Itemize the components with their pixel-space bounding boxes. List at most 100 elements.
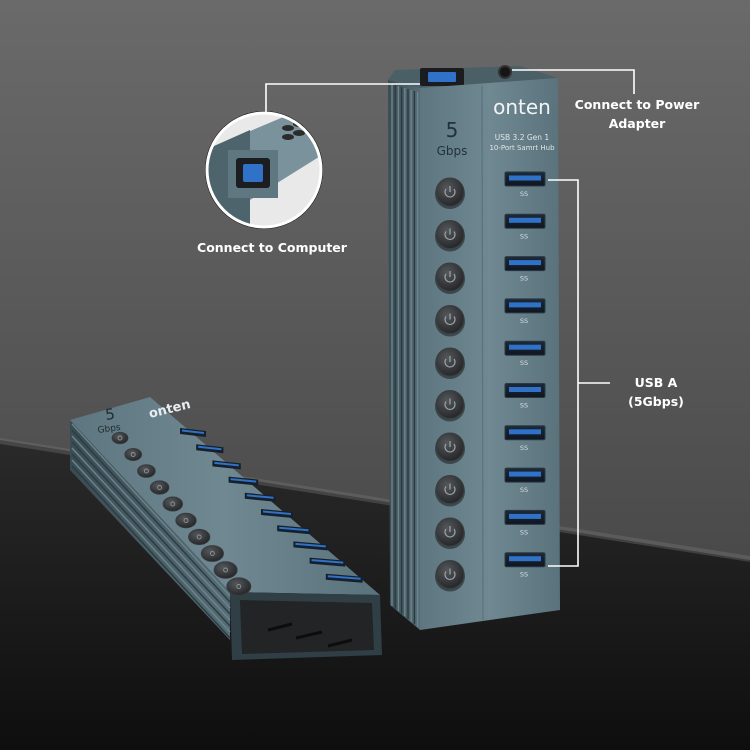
lying-hub-end-slot — [327, 638, 353, 648]
callout-power-line-2: Adapter — [608, 116, 666, 131]
power-button-6 — [435, 390, 465, 422]
button-cap — [200, 545, 224, 562]
power-icon — [444, 231, 456, 241]
lying-hub-button-column — [111, 431, 252, 596]
port-tongue — [263, 510, 291, 515]
power-icon — [183, 518, 189, 523]
lying-usb-a-port-4 — [228, 476, 259, 486]
button-cap — [111, 431, 129, 445]
callout-usb-a: USB A (5Gbps) — [616, 373, 696, 411]
usb-a-port-7: SS — [504, 425, 546, 452]
power-icon — [444, 316, 456, 326]
lying-hub-side — [70, 420, 230, 640]
port-tongue — [509, 302, 541, 308]
callout-line-computer — [265, 83, 420, 112]
power-button-4 — [435, 305, 465, 337]
button-cap — [175, 512, 197, 529]
lying-hub-fin — [71, 423, 231, 597]
lying-power-button-4 — [149, 480, 170, 495]
superspeed-logo: SS — [520, 232, 528, 240]
standing-hub-fins — [391, 84, 419, 627]
callout-line-power — [512, 69, 635, 94]
usb-a-port-3: SS — [504, 256, 546, 283]
port-tongue — [327, 575, 361, 580]
lying-hub-fins — [71, 423, 231, 639]
button-cap — [188, 528, 211, 546]
port-tongue — [509, 556, 541, 562]
lying-hub-fin — [71, 465, 231, 639]
port-tongue — [279, 526, 309, 532]
callout-computer: Connect to Computer — [197, 240, 347, 255]
lying-speed-value: 5 — [104, 405, 116, 424]
dc-power-jack — [498, 65, 512, 79]
callout-usb-a-line-1: USB A — [634, 375, 678, 390]
power-icon — [223, 567, 229, 573]
port-tongue — [214, 461, 239, 467]
lying-power-button-2 — [124, 448, 143, 461]
lying-speed-unit: Gbps — [97, 423, 122, 436]
button-cap — [213, 561, 238, 579]
lying-hub-fin — [71, 441, 231, 615]
superspeed-logo: SS — [520, 486, 528, 494]
power-icon — [196, 534, 202, 540]
port-tongue — [509, 513, 541, 519]
standing-hub-face-divider — [481, 85, 484, 621]
power-button-10 — [435, 560, 465, 592]
usb-a-port-4: SS — [504, 298, 546, 325]
lying-hub-fin — [71, 453, 231, 627]
port-tongue — [198, 445, 222, 451]
power-icon — [444, 443, 456, 453]
port-tongue — [311, 559, 344, 564]
standing-hub-side — [388, 80, 420, 630]
standing-hub-button-column — [435, 177, 465, 592]
power-button-3 — [435, 262, 465, 294]
speed-value: 5 — [446, 118, 459, 142]
lying-power-button-7 — [188, 528, 211, 546]
power-button-5 — [435, 347, 465, 379]
port-tongue — [246, 494, 274, 499]
lying-power-button-6 — [175, 512, 197, 529]
callout-power-adapter: Connect to Power Adapter — [572, 95, 702, 133]
port-tongue — [509, 175, 541, 181]
superspeed-logo: SS — [520, 275, 528, 283]
power-icon — [130, 452, 136, 457]
port-tongue — [509, 429, 541, 435]
power-icon — [143, 468, 149, 474]
usb-a-port-9: SS — [504, 509, 546, 536]
usb-a-bracket — [548, 179, 579, 567]
superspeed-logo: SS — [520, 317, 528, 325]
superspeed-logo: SS — [520, 571, 528, 579]
lying-hub-fin — [71, 429, 231, 603]
callout-usb-a-line-2: (5Gbps) — [628, 394, 684, 409]
lying-power-button-5 — [162, 496, 184, 512]
lying-hub-end-panel — [240, 600, 374, 654]
model-line-2: 10-Port Samrt Hub — [489, 144, 555, 152]
port-tongue — [295, 542, 326, 548]
port-tongue — [509, 471, 541, 477]
lying-usb-a-port-1 — [180, 428, 206, 437]
lying-hub-fin — [71, 435, 231, 609]
power-icon — [444, 571, 456, 581]
usb-b-port-tongue — [428, 72, 456, 82]
usb-a-port-5: SS — [504, 340, 546, 367]
superspeed-logo: SS — [520, 359, 528, 367]
superspeed-logo: SS — [520, 444, 528, 452]
power-icon — [170, 501, 176, 507]
power-icon — [444, 486, 456, 496]
usb-a-port-10: SS — [504, 552, 546, 579]
superspeed-logo: SS — [520, 402, 528, 410]
lying-power-button-10 — [226, 577, 252, 596]
power-icon — [117, 435, 123, 441]
lying-power-button-3 — [137, 464, 156, 478]
power-icon — [444, 273, 456, 283]
power-icon — [444, 188, 456, 198]
power-button-7 — [435, 432, 465, 464]
lying-power-button-1 — [111, 431, 129, 445]
power-icon — [444, 358, 456, 368]
lying-usb-a-port-2 — [196, 444, 224, 454]
power-icon — [444, 401, 456, 411]
power-icon — [157, 485, 163, 490]
lying-hub-fin — [71, 447, 231, 621]
port-tongue — [509, 260, 541, 266]
